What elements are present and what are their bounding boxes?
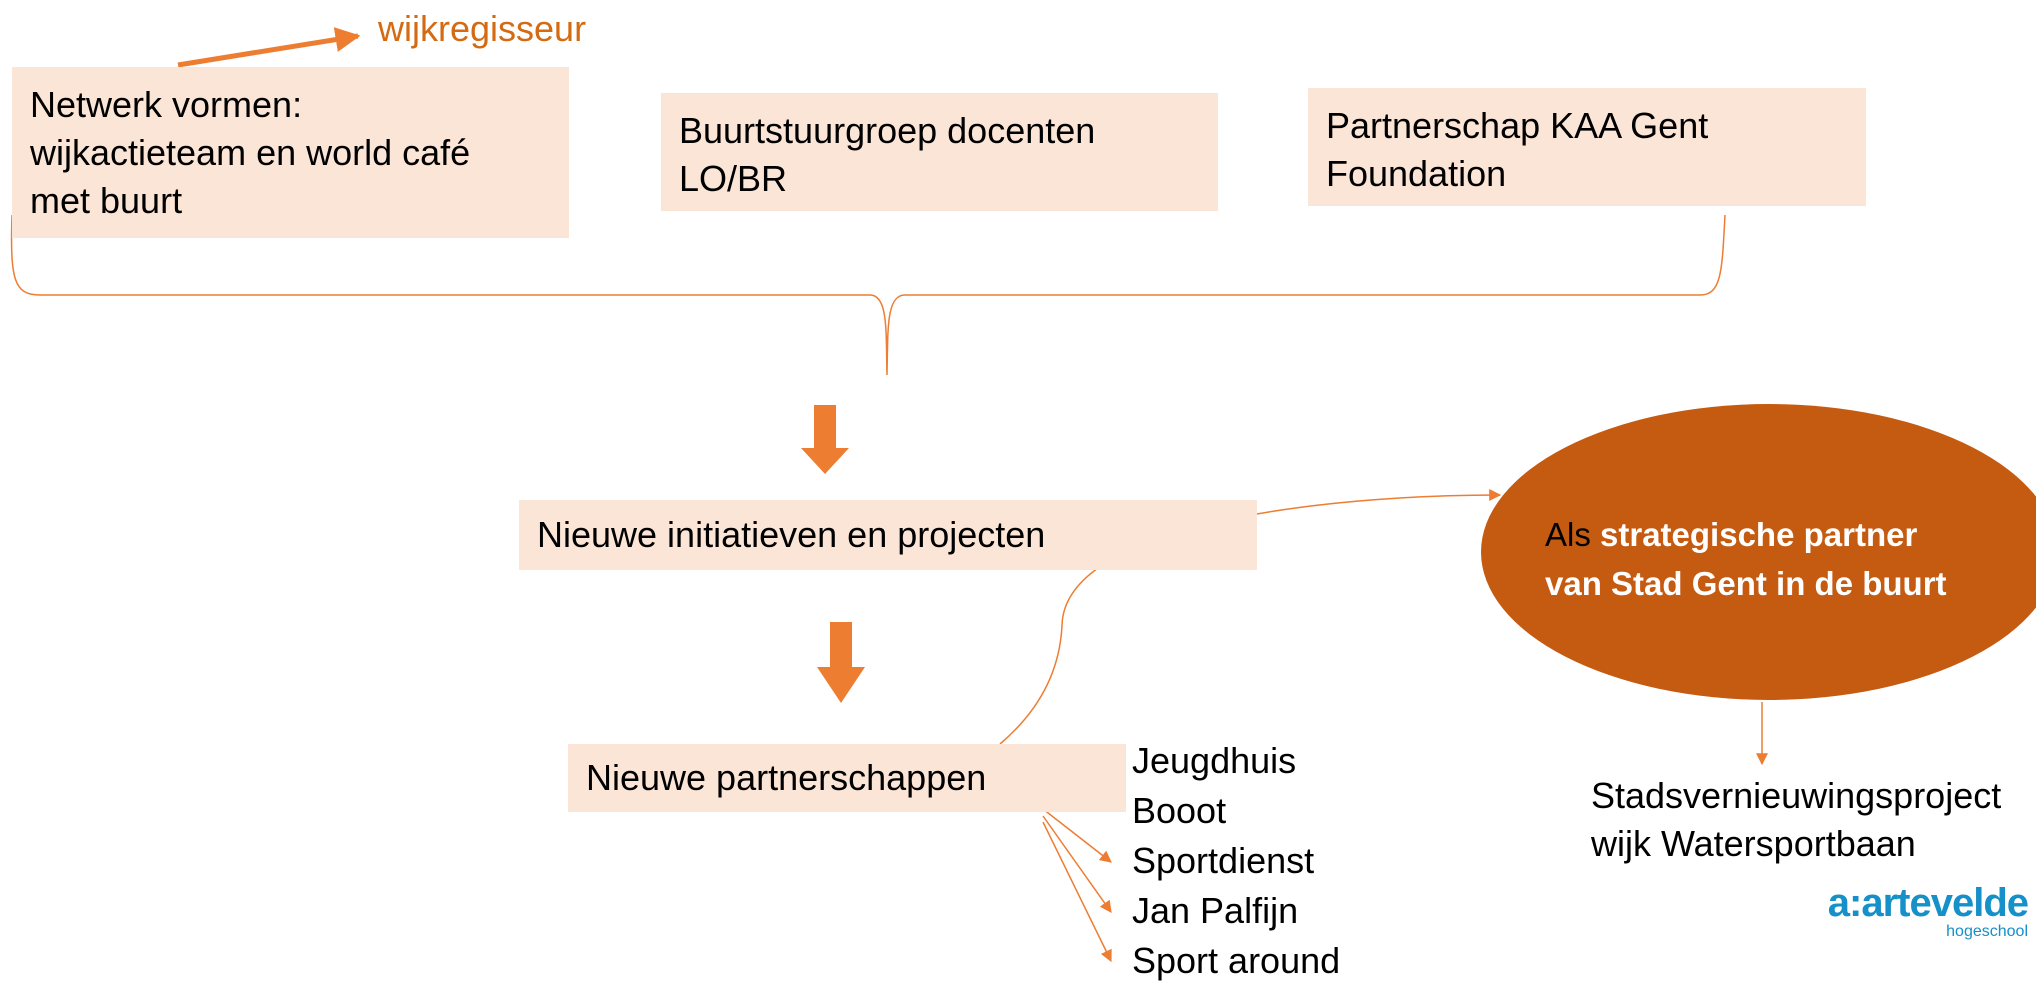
project-line-1: Stadsvernieuwingsproject	[1591, 775, 2002, 816]
box-buurtstuurgroep-line-2: LO/BR	[679, 158, 788, 199]
fan-arrow-jan-palfijn	[1042, 815, 1112, 913]
partner-jan-palfijn: Jan Palfijn	[1132, 890, 1299, 931]
down-arrow-1	[801, 405, 849, 474]
box-nieuwe-partnerschappen-label: Nieuwe partnerschappen	[586, 757, 987, 798]
box-buurtstuurgroep-line-1: Buurtstuurgroep docenten	[679, 110, 1096, 151]
brace	[10, 214, 1726, 376]
ellipse-bold-line-2: van Stad Gent in de buurt	[1545, 565, 1947, 602]
down-arrow-2	[817, 622, 865, 703]
project-text: Stadsvernieuwingsproject wijk Watersport…	[1591, 772, 2001, 868]
partner-booot: Booot	[1132, 790, 1227, 831]
wijkregisseur-label: wijkregisseur	[378, 8, 587, 49]
ellipse-prefix: Als	[1545, 516, 1601, 553]
arrow-to-wijkregisseur	[177, 27, 361, 68]
strategic-partner-ellipse	[1481, 404, 2036, 700]
partner-sportdienst: Sportdienst	[1132, 840, 1315, 881]
partner-jeugdhuis: Jeugdhuis	[1132, 740, 1297, 781]
project-line-2: wijk Watersportbaan	[1591, 823, 1916, 864]
box-nieuwe-initiatieven-label: Nieuwe initiatieven en projecten	[537, 514, 1046, 555]
fan-arrow-sportdienst	[1042, 808, 1112, 863]
box-netwerk-line-1: Netwerk vormen:	[30, 84, 303, 125]
box-netwerk-vormen: Netwerk vormen: wijkactieteam en world c…	[12, 67, 569, 238]
logo-sub-text: hogeschool	[1946, 923, 2028, 940]
box-kaa-gent-line-1: Partnerschap KAA Gent	[1326, 105, 1709, 146]
box-netwerk-line-3: met buurt	[30, 180, 183, 221]
box-nieuwe-initiatieven: Nieuwe initiatieven en projecten	[519, 500, 1257, 570]
box-nieuwe-partnerschappen: Nieuwe partnerschappen	[568, 744, 1126, 812]
box-netwerk-line-2: wijkactieteam en world café	[30, 132, 471, 173]
curve-arrow-to-ellipse	[999, 489, 1502, 745]
box-kaa-gent: Partnerschap KAA Gent Foundation	[1308, 88, 1866, 206]
box-kaa-gent-line-2: Foundation	[1326, 153, 1507, 194]
artevelde-logo: a:artevelde hogeschool	[1798, 881, 2029, 941]
box-buurtstuurgroep: Buurtstuurgroep docenten LO/BR	[661, 93, 1218, 211]
fan-arrow-sport-around	[1042, 821, 1112, 963]
ellipse-text: Als strategische partner van Stad Gent i…	[1545, 510, 1947, 608]
logo-main-text: a:artevelde	[1827, 881, 2029, 925]
partner-sport-around: Sport around	[1132, 940, 1341, 981]
ellipse-bold-line-1: strategische partner	[1600, 516, 1918, 553]
